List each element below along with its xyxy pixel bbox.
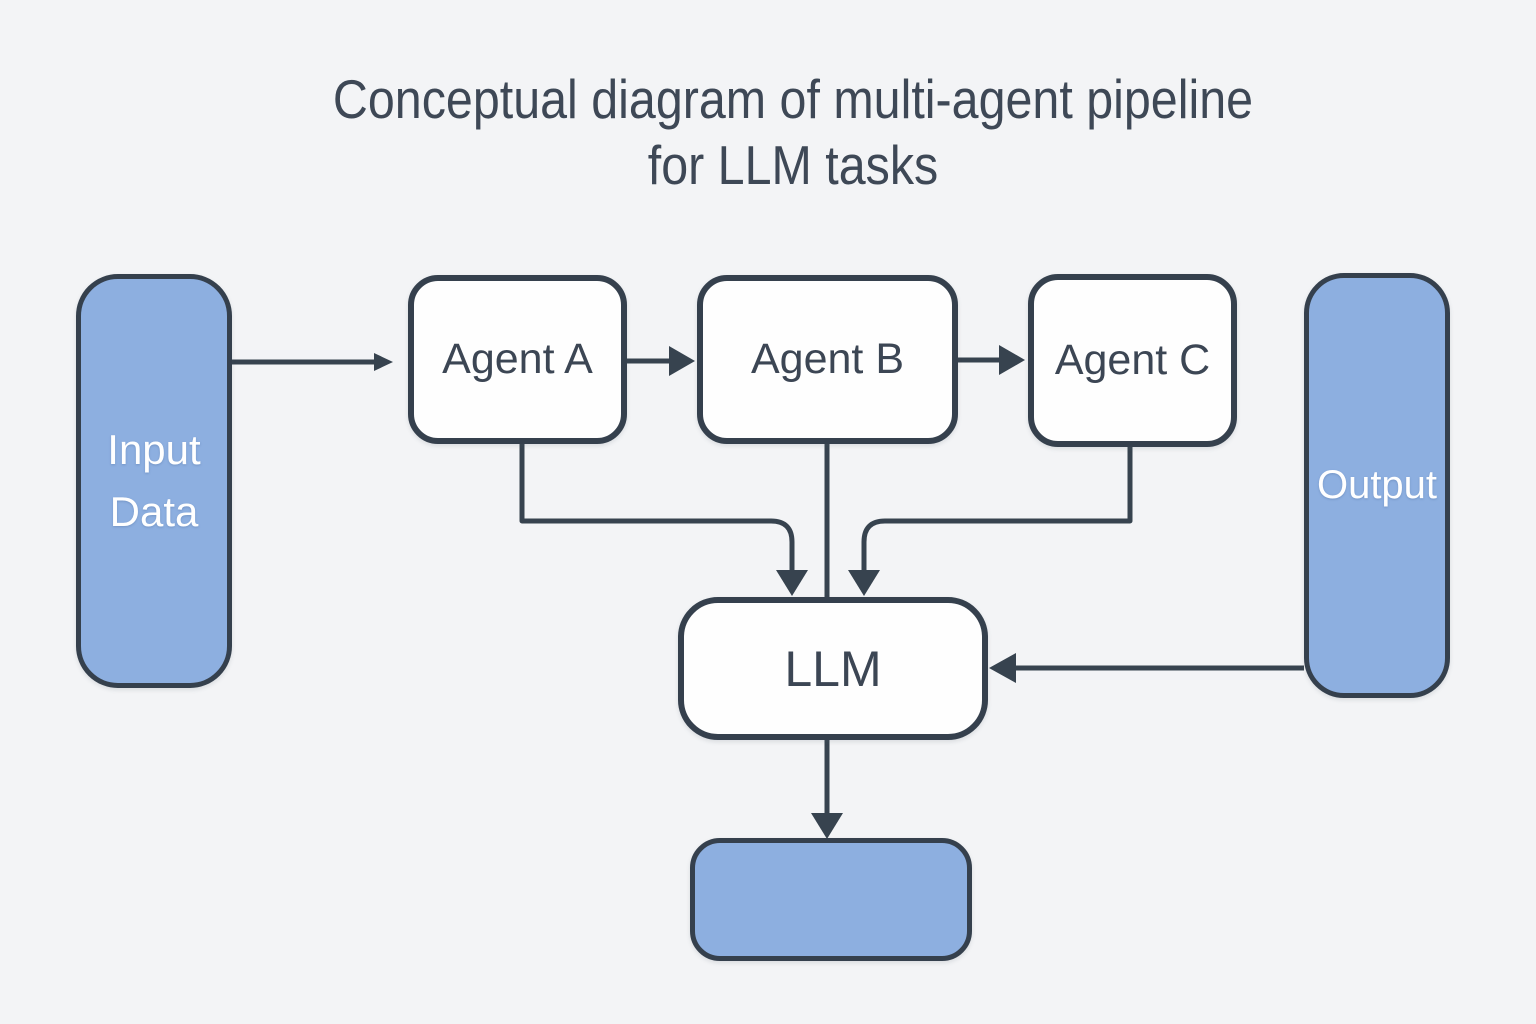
node-agent-b: Agent B: [697, 275, 958, 444]
node-output: Output: [1304, 273, 1450, 698]
node-input-data-label: Input Data: [107, 426, 201, 535]
edge-agent-b-to-agent-c: [958, 345, 1025, 375]
arrowhead-down-icon: [776, 570, 808, 596]
arrowhead-left-icon: [989, 653, 1016, 683]
arrowhead-right-icon: [669, 346, 695, 376]
node-agent-b-label: Agent B: [751, 335, 904, 383]
edge-llm-to-result: [811, 740, 843, 839]
node-llm: LLM: [678, 597, 988, 740]
node-output-label: Output: [1316, 463, 1438, 507]
node-agent-c-label: Agent C: [1054, 336, 1211, 384]
node-result: [690, 838, 972, 961]
node-agent-c: Agent C: [1028, 274, 1237, 447]
arrowhead-down-icon: [811, 813, 843, 839]
edge-agent-c-to-llm: [848, 447, 1133, 596]
node-agent-a: Agent A: [408, 275, 627, 444]
arrowhead-right-icon: [374, 353, 393, 371]
diagram-title-line1: Conceptual diagram of multi-agent pipeli…: [332, 68, 1254, 130]
edge-agent-a-to-agent-b: [627, 346, 695, 376]
edge-input-to-agent-a: [232, 353, 393, 371]
edge-output-to-llm: [989, 653, 1304, 683]
node-input-data: Input Data: [76, 274, 232, 688]
node-agent-a-label: Agent A: [442, 335, 593, 383]
diagram-title-line2: for LLM tasks: [647, 134, 939, 196]
edge-agent-a-to-llm: [519, 444, 808, 596]
arrowhead-right-icon: [999, 345, 1025, 375]
node-llm-label: LLM: [784, 640, 882, 697]
arrowhead-down-icon: [848, 570, 880, 596]
diagram-title: Conceptual diagram of multi-agent pipeli…: [139, 66, 1447, 198]
